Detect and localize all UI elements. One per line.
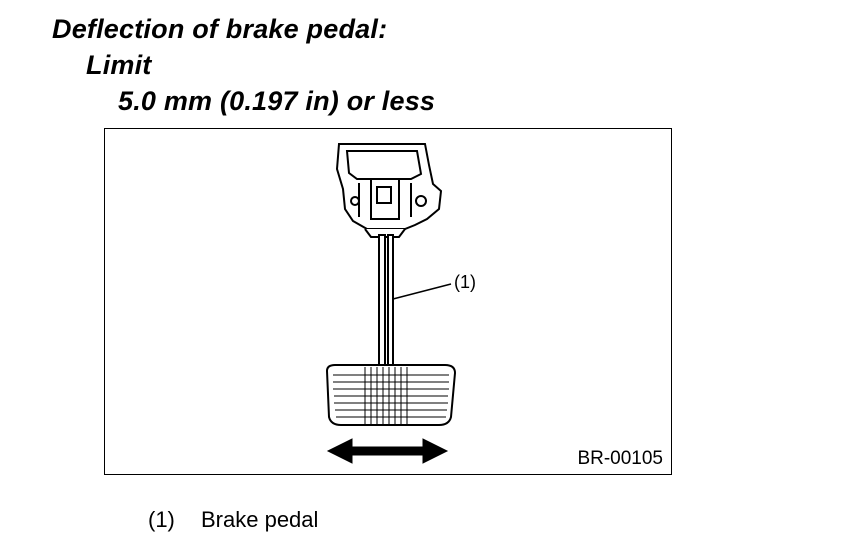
callout-label: (1) xyxy=(454,272,476,292)
limit-value: 5.0 mm (0.197 in) or less xyxy=(118,86,436,116)
callout-leader-line xyxy=(392,283,452,300)
brake-pedal-illustration: (1) BR-00105 xyxy=(104,128,672,475)
legend-item: (1) Brake pedal xyxy=(148,507,318,533)
heading-title: Deflection of brake pedal: xyxy=(52,14,388,44)
pedal-pad xyxy=(325,364,457,426)
pedal-arm xyxy=(378,234,394,366)
figure-id: BR-00105 xyxy=(577,448,663,469)
legend-text: Brake pedal xyxy=(201,507,319,532)
brake-pedal-drawing xyxy=(325,143,457,464)
limit-label: Limit xyxy=(86,50,152,80)
pedal-bracket xyxy=(335,143,443,238)
legend-number: (1) xyxy=(148,507,175,532)
deflection-arrow xyxy=(326,438,449,464)
